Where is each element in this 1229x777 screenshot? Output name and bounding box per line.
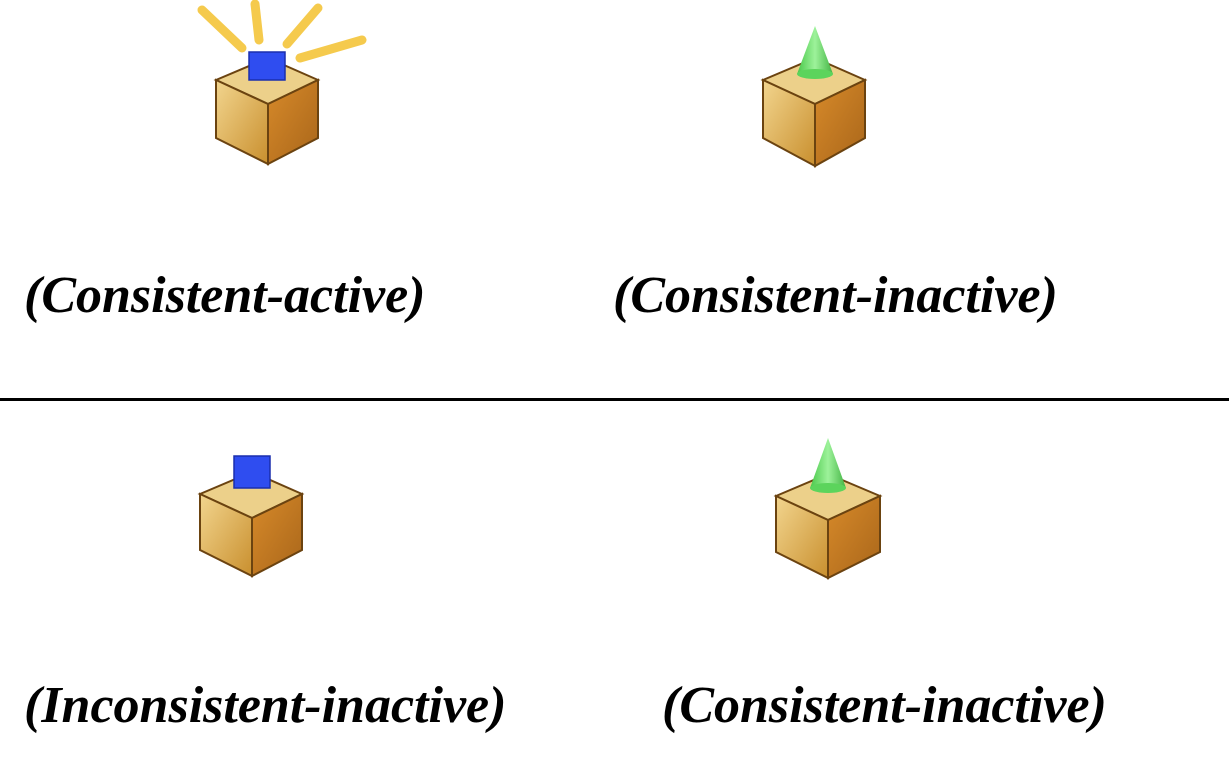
cube-blue-graphic <box>197 455 305 578</box>
horizontal-divider <box>0 398 1229 401</box>
caption-inconsistent-inactive: (Inconsistent-inactive) <box>24 677 507 734</box>
caption-consistent-inactive-2: (Consistent-inactive) <box>662 677 1107 734</box>
caption-consistent-active: (Consistent-active) <box>24 267 426 324</box>
cube-green-graphic <box>773 438 883 580</box>
cube-blue-active-graphic <box>197 0 367 166</box>
caption-consistent-inactive: (Consistent-inactive) <box>613 267 1058 324</box>
cube-with-green-cone-icon <box>745 20 875 175</box>
cube-with-blue-square-icon <box>180 440 310 585</box>
cube-green-graphic <box>760 26 868 168</box>
glow-rays-icon <box>197 0 367 63</box>
cube-with-green-cone-icon <box>762 432 892 587</box>
cube-with-blue-square-icon <box>180 0 370 175</box>
